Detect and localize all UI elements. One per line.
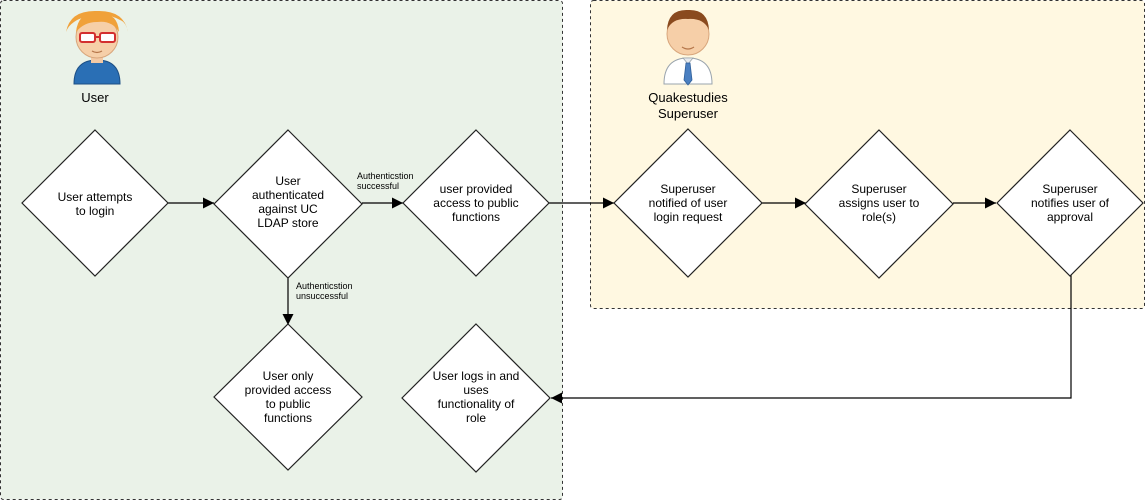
edge-label-auth-success-line2: successful xyxy=(357,181,399,191)
node-ldap-auth-line: LDAP store xyxy=(257,216,318,230)
edge-label-auth-success-line1: Authenticstion xyxy=(357,171,414,181)
node-su-notifies-line: approval xyxy=(1047,210,1093,224)
node-su-notifies-line: Superuser xyxy=(1042,182,1097,196)
edges xyxy=(168,197,1072,404)
node-su-notified-line: login request xyxy=(654,210,723,224)
node-public-access-line: functions xyxy=(452,210,500,224)
node-su-assigns-line: assigns user to xyxy=(839,196,920,210)
node-ldap-auth-line: authenticated xyxy=(252,188,324,202)
node-su-notified: Superuser notified of user login request xyxy=(613,128,763,278)
node-login-attempt-line: User attempts xyxy=(58,190,133,204)
node-ldap-auth: User authenticated against UC LDAP store xyxy=(213,129,363,279)
edge-su-notifies-to-user-logs-in xyxy=(551,274,1072,404)
node-user-logs-in-line: role xyxy=(466,411,486,425)
user-actor-label: User xyxy=(81,90,109,105)
node-su-assigns: Superuser assigns user to role(s) xyxy=(804,129,954,279)
node-su-assigns-line: Superuser xyxy=(851,182,906,196)
businessman-icon xyxy=(663,9,713,86)
edge-label-auth-fail-line2: unsuccessful xyxy=(296,291,348,301)
node-public-access: user provided access to public functions xyxy=(402,129,550,277)
node-public-only-line: provided access xyxy=(245,383,332,397)
node-user-logs-in: User logs in and uses functionality of r… xyxy=(401,323,551,473)
node-public-access-line: access to public xyxy=(433,196,518,210)
node-su-notifies: Superuser notifies user of approval xyxy=(996,129,1144,277)
node-user-logs-in-line: uses xyxy=(463,383,488,397)
node-ldap-auth-line: against UC xyxy=(258,202,318,216)
node-public-only: User only provided access to public func… xyxy=(213,323,363,471)
node-su-notified-line: notified of user xyxy=(649,196,728,210)
node-public-only-line: User only xyxy=(263,369,314,383)
node-user-logs-in-line: User logs in and xyxy=(433,369,520,383)
edge-label-auth-fail-line1: Authenticstion xyxy=(296,281,353,291)
superuser-actor-label-line2: Superuser xyxy=(658,106,719,121)
node-ldap-auth-line: User xyxy=(275,174,300,188)
node-login-attempt-line: to login xyxy=(76,204,115,218)
node-user-logs-in-line: functionality of xyxy=(438,397,515,411)
node-su-notified-line: Superuser xyxy=(660,182,715,196)
node-public-access-line: user provided xyxy=(440,182,513,196)
node-login-attempt: User attempts to login xyxy=(21,129,169,277)
user-with-glasses-icon xyxy=(66,10,128,85)
node-public-only-line: functions xyxy=(264,411,312,425)
node-su-notifies-line: notifies user of xyxy=(1031,196,1110,210)
superuser-actor-label-line1: Quakestudies xyxy=(648,90,728,105)
node-su-assigns-line: role(s) xyxy=(862,210,896,224)
node-public-only-line: to public xyxy=(266,397,311,411)
